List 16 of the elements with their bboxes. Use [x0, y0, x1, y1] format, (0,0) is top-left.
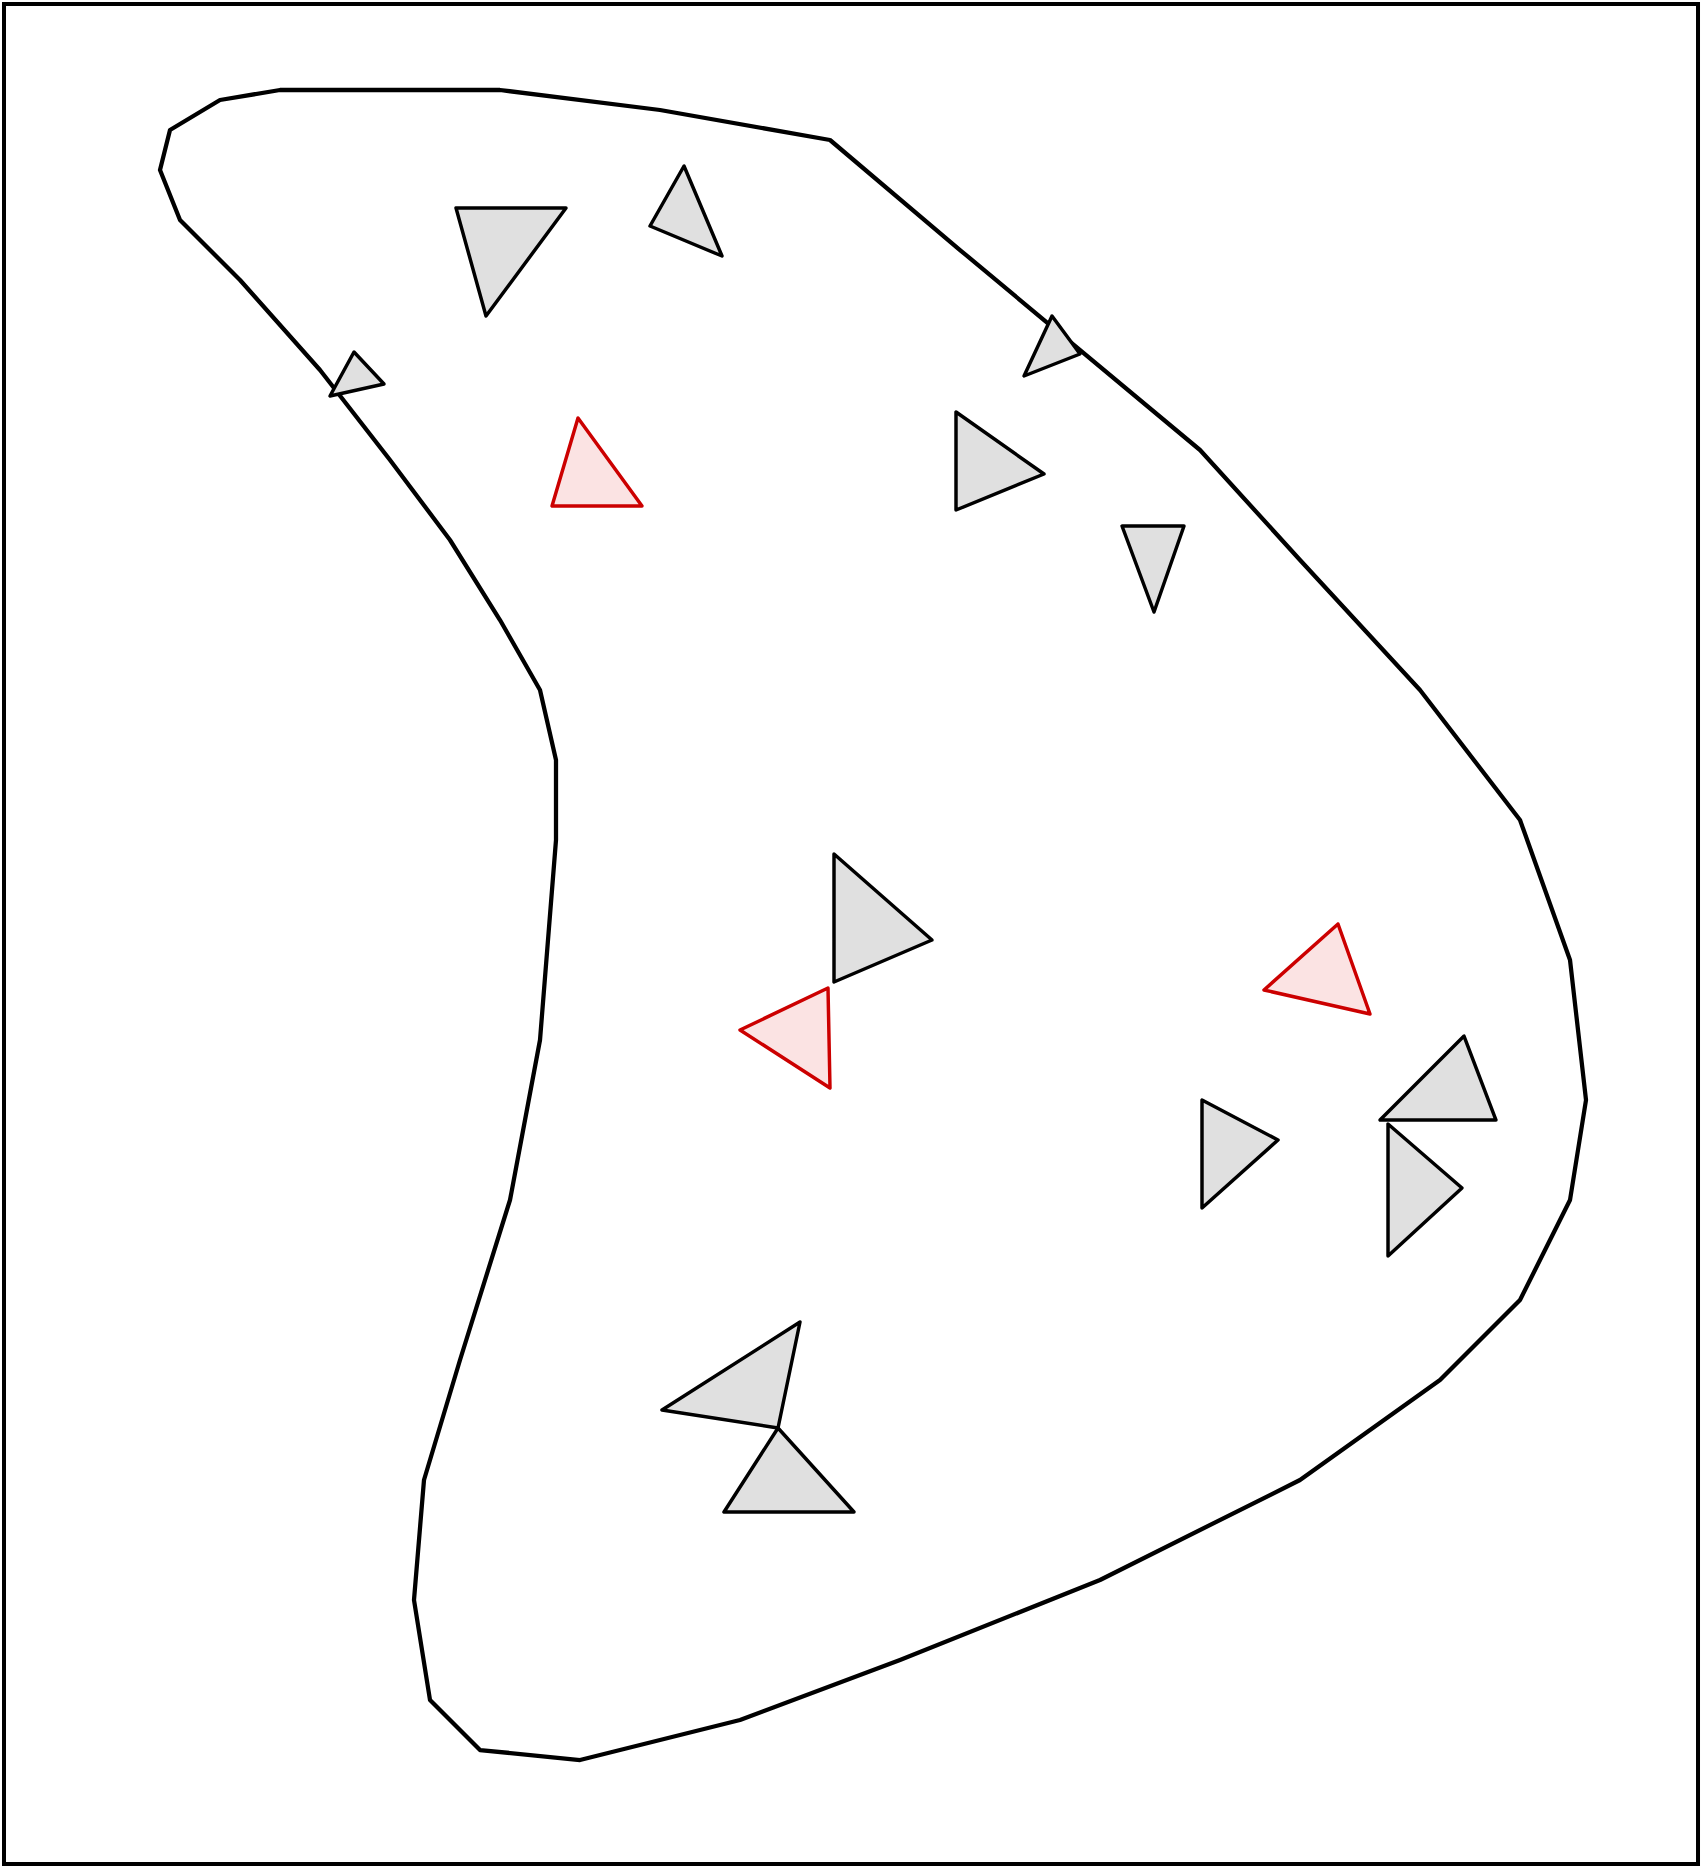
triangle	[738, 986, 832, 1090]
triangle	[1262, 922, 1372, 1016]
triangle	[328, 350, 386, 398]
triangle	[954, 410, 1046, 512]
triangle	[1378, 1034, 1498, 1122]
triangle	[1386, 1122, 1464, 1258]
triangle	[550, 416, 644, 508]
triangle	[648, 164, 724, 258]
triangle	[722, 1426, 856, 1514]
triangle	[1200, 1098, 1280, 1210]
triangle	[660, 1320, 802, 1430]
triangle	[1022, 314, 1082, 378]
triangle	[454, 206, 568, 318]
blob-shape	[157, 87, 1589, 1763]
triangle	[1120, 524, 1186, 614]
triangle	[832, 852, 934, 984]
